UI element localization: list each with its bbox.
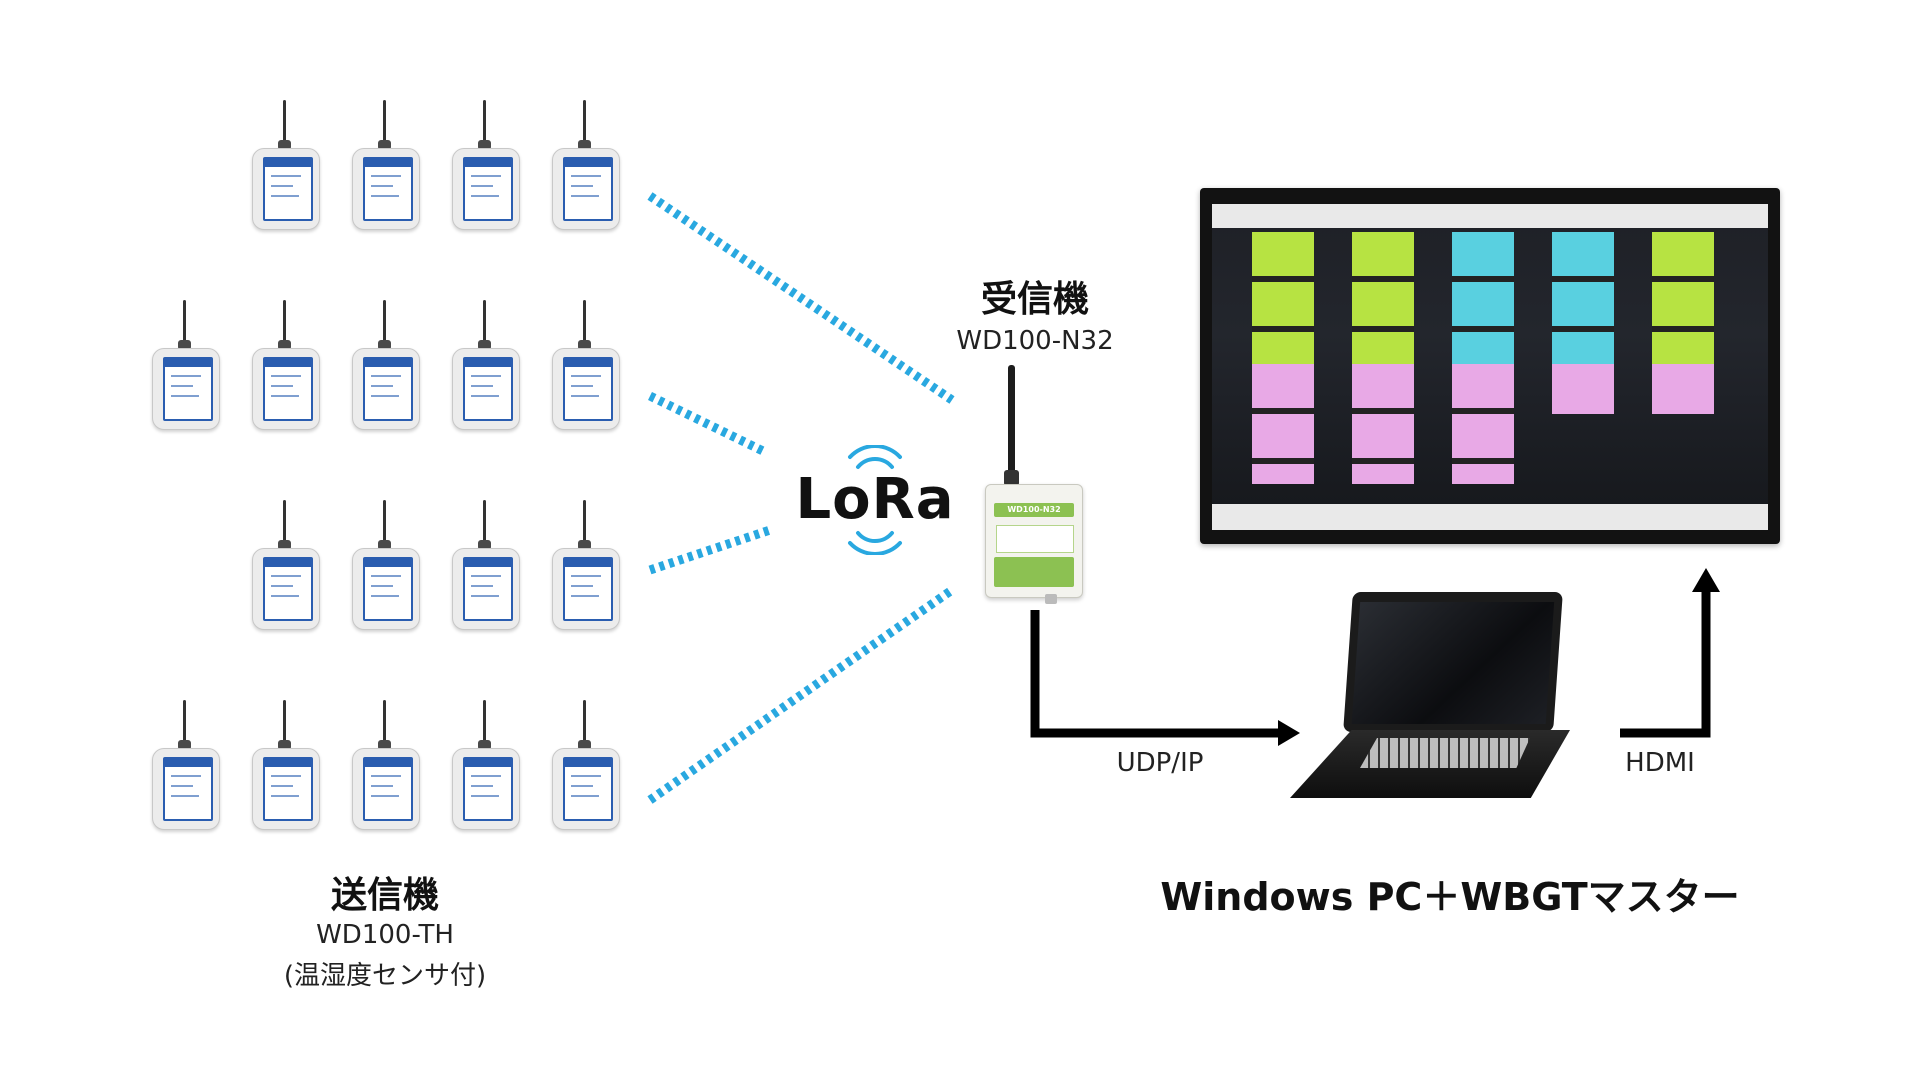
wbgt-monitor [1200,188,1780,544]
receiver-device: WD100-N32 [985,360,1085,604]
sensor-device [552,100,620,230]
sensor-device [452,300,520,430]
sensor-device [152,300,220,430]
sensor-device [252,700,320,830]
signal-line [648,525,772,575]
sensor-device [552,700,620,830]
sensor-device [352,700,420,830]
signal-line [647,192,955,404]
sensor-device [552,500,620,630]
sensor-device [552,300,620,430]
hdmi-label: HDMI [1625,748,1695,778]
transmitter-title: 送信機 [330,875,439,916]
laptop-pc [1280,592,1580,802]
transmitter-note: (温湿度センサ付) [283,961,487,991]
signal-line [647,586,955,804]
receiver-model: WD100-N32 [956,326,1114,356]
sensor-device [152,700,220,830]
lora-logo: LoRa [790,445,960,555]
wifi-waves-icon [848,445,902,555]
receiver-device-label: WD100-N32 [1007,505,1061,514]
sensor-device [352,100,420,230]
udp-label: UDP/IP [1116,748,1204,778]
receiver-title: 受信機 [980,279,1089,320]
hdmi-arrow [1620,590,1711,738]
sensor-device [352,300,420,430]
sensor-device [252,300,320,430]
sensor-device [252,500,320,630]
udp-arrow [1030,610,1285,738]
sensor-device [352,500,420,630]
udp-arrowhead [1278,720,1300,746]
signal-line [648,391,767,457]
sensor-device [252,100,320,230]
monitor-screen [1212,204,1768,530]
transmitter-model: WD100-TH [316,920,454,950]
sensor-device [452,500,520,630]
sensor-device [452,700,520,830]
lora-label: LoRa [795,467,955,532]
hdmi-arrowhead [1692,568,1720,592]
sensor-device [452,100,520,230]
pc-label: Windows PC＋WBGTマスター [1160,875,1740,919]
